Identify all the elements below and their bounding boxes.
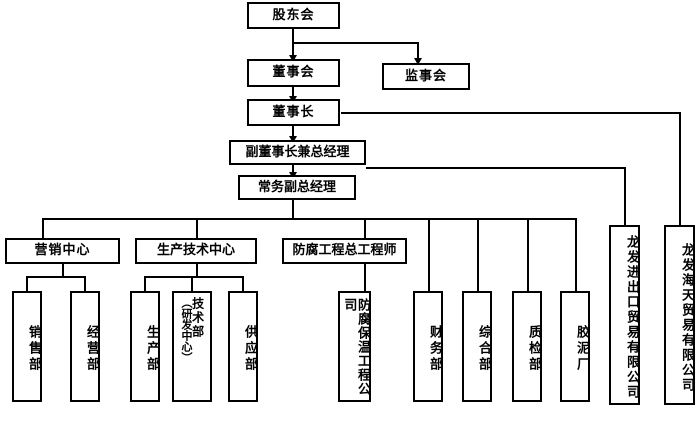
connector-main-bus xyxy=(42,218,576,220)
node-label: 董事长 xyxy=(272,104,315,120)
node-label: 股东会 xyxy=(272,7,315,23)
connector-production-bus xyxy=(144,276,244,278)
connector-shareholders-to-supervisors xyxy=(292,42,419,44)
connector-chairman-to-vice xyxy=(292,126,294,140)
node-label: 生产部 xyxy=(144,325,159,373)
connector-production-to-prod-dept xyxy=(144,276,146,291)
connector-chairman-to-haitian xyxy=(341,112,681,114)
arrow-to-board xyxy=(289,55,297,62)
node-label: 质检部 xyxy=(526,325,541,373)
connector-deputy-down xyxy=(292,200,294,220)
connector-bus-to-anticorrosion-engineer xyxy=(364,218,366,238)
node-label: 龙发海天贸易有限公司 xyxy=(679,242,694,393)
node-anticorrosion-insulation-company[interactable]: 防腐保温工程公司 xyxy=(338,291,371,402)
arrow-to-supervisors xyxy=(414,58,422,65)
node-label: 生产技术中心 xyxy=(156,243,235,259)
connector-vice-to-deputy xyxy=(292,163,294,175)
node-production-department[interactable]: 生产部 xyxy=(130,291,160,402)
node-label: 经营部 xyxy=(84,325,99,373)
arrow-to-vice-chairman xyxy=(289,136,297,143)
node-shareholders-meeting[interactable]: 股东会 xyxy=(247,2,340,29)
connector-shareholders-to-board xyxy=(292,42,294,58)
node-executive-deputy-general-manager[interactable]: 常务副总经理 xyxy=(238,175,356,200)
connector-marketing-bus xyxy=(26,276,86,278)
connector-shareholders-down xyxy=(292,28,294,44)
node-label: 常务副总经理 xyxy=(257,179,336,195)
node-supply-department[interactable]: 供应部 xyxy=(228,291,258,402)
node-label: 防腐工程总工程师 xyxy=(292,243,397,259)
node-label: 副董事长兼总经理 xyxy=(245,144,350,160)
node-label: 监事会 xyxy=(404,68,447,84)
node-label: 防腐保温工程公司 xyxy=(341,298,370,396)
connector-marketing-to-sales xyxy=(26,276,28,291)
connector-marketing-to-operations xyxy=(84,276,86,291)
connector-bus-to-finance xyxy=(428,218,430,291)
node-production-technology-center[interactable]: 生产技术中心 xyxy=(135,238,257,264)
node-cement-plant[interactable]: 胶泥厂 xyxy=(560,291,590,402)
node-label: 综合部 xyxy=(476,325,491,373)
node-import-export-trading-company[interactable]: 龙发进出口贸易有限公司 xyxy=(609,225,640,405)
node-technology-department[interactable]: （研发中心） 技术部 xyxy=(172,291,212,402)
node-label: 技术部 xyxy=(190,297,205,339)
connector-bus-to-quality xyxy=(527,218,529,291)
node-marketing-center[interactable]: 营销中心 xyxy=(5,238,120,264)
connector-marketing-down xyxy=(62,263,64,278)
node-haitian-trading-company[interactable]: 龙发海天贸易有限公司 xyxy=(664,225,695,405)
node-sales-department[interactable]: 销售部 xyxy=(12,291,42,402)
connector-importexport-drop xyxy=(624,167,626,225)
node-label: 销售部 xyxy=(26,325,41,373)
connector-bus-to-general-affairs xyxy=(477,218,479,291)
node-board-of-directors[interactable]: 董事会 xyxy=(247,59,340,87)
connector-anticorrosion-to-company xyxy=(364,263,366,291)
connector-bus-to-production-center xyxy=(196,218,198,238)
connector-board-to-chairman xyxy=(292,87,294,99)
node-label: 董事会 xyxy=(272,65,315,81)
connector-bus-to-cement-plant xyxy=(575,218,577,291)
connector-supervisors-drop xyxy=(417,42,419,60)
node-vice-chairman-general-manager[interactable]: 副董事长兼总经理 xyxy=(229,140,366,165)
node-label: 龙发进出口贸易有限公司 xyxy=(624,235,639,400)
node-label-sub: （研发中心） xyxy=(179,297,193,363)
connector-production-center-down xyxy=(196,263,198,278)
node-board-of-supervisors[interactable]: 监事会 xyxy=(382,63,470,90)
node-general-affairs-department[interactable]: 综合部 xyxy=(462,291,492,402)
connector-haitian-drop xyxy=(679,112,681,225)
connector-production-to-tech-dept xyxy=(191,276,193,291)
node-chairman[interactable]: 董事长 xyxy=(247,99,340,126)
node-label: 财务部 xyxy=(427,325,442,373)
node-quality-inspection-department[interactable]: 质检部 xyxy=(512,291,542,402)
node-anticorrosion-chief-engineer[interactable]: 防腐工程总工程师 xyxy=(282,238,407,264)
node-finance-department[interactable]: 财务部 xyxy=(413,291,443,402)
connector-production-to-supply xyxy=(242,276,244,291)
connector-bus-to-marketing xyxy=(42,218,44,238)
node-label: 供应部 xyxy=(242,325,257,373)
node-label: 胶泥厂 xyxy=(574,325,589,373)
connector-vice-to-importexport xyxy=(366,167,626,169)
node-label: 营销中心 xyxy=(34,243,91,259)
node-operations-department[interactable]: 经营部 xyxy=(70,291,100,402)
